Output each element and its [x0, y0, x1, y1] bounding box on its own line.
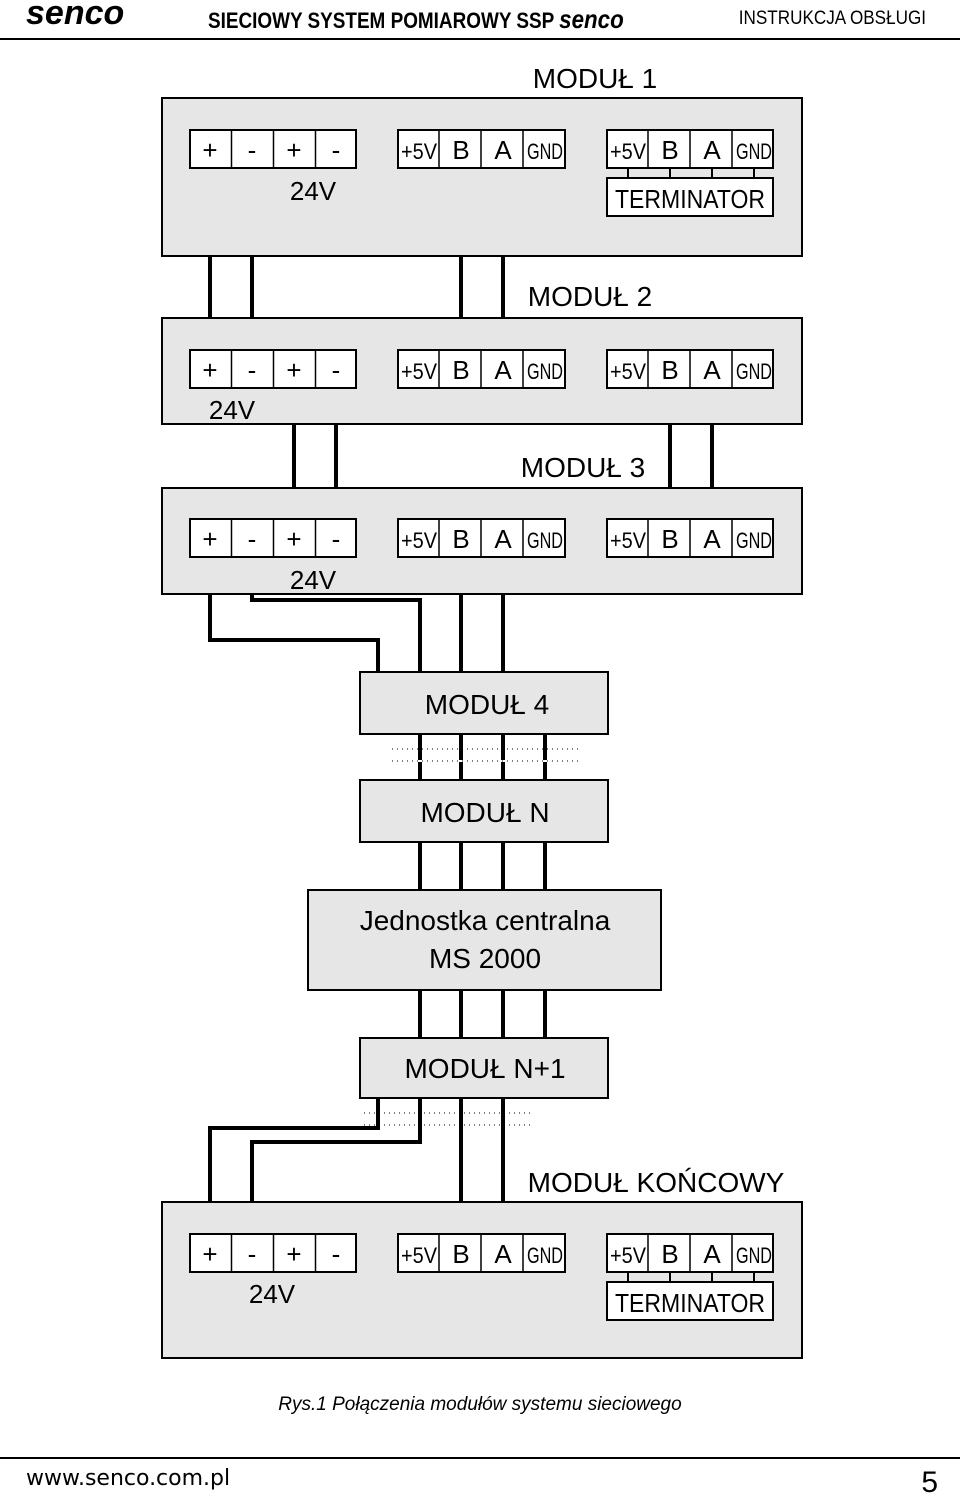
header-title-text: SIECIOWY SYSTEM POMIAROWY SSP	[208, 8, 554, 33]
module-2-bus-a-terminal: B	[452, 355, 469, 385]
module-2-power-terminal: -	[248, 355, 257, 385]
senco-logo: senco	[26, 0, 125, 32]
module-4-label: MODUŁ 4	[425, 689, 549, 720]
module-1-bus-a-terminal: +5V	[401, 139, 437, 164]
module-2-bus-b-terminal: A	[703, 355, 721, 385]
module-2-power-terminal: +	[202, 355, 217, 385]
module-1-terminator-label: TERMINATOR	[615, 184, 765, 214]
module-1-power-label: 24V	[290, 176, 337, 206]
page-number: 5	[921, 1466, 938, 1499]
module-3-bus-b-terminal: A	[703, 524, 721, 554]
module-3-power-label: 24V	[290, 565, 337, 595]
module-1-power-terminal: +	[202, 135, 217, 165]
module-1-terminator	[606, 177, 774, 217]
module-3-bus-a-terminal: A	[494, 524, 512, 554]
module-1-power-terminal: +	[286, 135, 301, 165]
module-end-bus-a-terminal: A	[494, 1239, 512, 1269]
module-end-bus-b-terminal: A	[703, 1239, 721, 1269]
module-1-bus-b-terminal: GND	[736, 139, 772, 164]
module-3-bus-a-terminal: GND	[527, 528, 563, 553]
module-1-bus-b-terminal: A	[703, 135, 721, 165]
module-2-power-label: 24V	[209, 395, 256, 425]
module-n1-label: MODUŁ N+1	[404, 1053, 565, 1084]
module-1-bus-a-terminal: A	[494, 135, 512, 165]
header-rule	[0, 38, 960, 40]
module-end-power-terminal: -	[332, 1239, 341, 1269]
module-1-power-terminal: -	[332, 135, 341, 165]
footer-url: www.senco.com.pl	[26, 1466, 231, 1491]
module-1-power-terminal: -	[248, 135, 257, 165]
module-end-power-terminal: +	[202, 1239, 217, 1269]
module-2-bus-b-terminal: GND	[736, 359, 772, 384]
module-1-bus-a-terminal: B	[452, 135, 469, 165]
wire-power	[208, 1098, 380, 1238]
central-unit-name: Jednostka centralna	[360, 905, 611, 936]
module-3-label: MODUŁ 3	[521, 452, 645, 483]
module-end-bus-b-terminal: B	[661, 1239, 678, 1269]
module-n-box	[359, 779, 609, 843]
module-end-label: MODUŁ KOŃCOWY	[528, 1167, 785, 1198]
module-3-power-terminal: -	[332, 524, 341, 554]
page-header: senco SIECIOWY SYSTEM POMIAROWY SSP senc…	[0, 0, 960, 42]
module-2-bus-a-terminal: GND	[527, 359, 563, 384]
module-end-terminator	[606, 1281, 774, 1321]
module-end-power-label: 24V	[249, 1279, 296, 1309]
module-3-bus-a-terminal: B	[452, 524, 469, 554]
module-end-power-terminal: +	[286, 1239, 301, 1269]
module-1-bus-b-terminal: B	[661, 135, 678, 165]
module-3-power-terminal: -	[248, 524, 257, 554]
module-end-bus-b-terminal: +5V	[610, 1243, 646, 1268]
module-end-bus-a-terminal: B	[452, 1239, 469, 1269]
module-2-power-terminal: +	[286, 355, 301, 385]
central-unit-model: MS 2000	[429, 943, 541, 974]
module-1-bus-b-terminal: +5V	[610, 139, 646, 164]
header-title: SIECIOWY SYSTEM POMIAROWY SSP senco	[208, 4, 624, 35]
module-3-bus-b-terminal: +5V	[610, 528, 646, 553]
module-1-bus-a-terminal: GND	[527, 139, 563, 164]
module-3-power-terminal: +	[286, 524, 301, 554]
module-4-box	[359, 671, 609, 735]
module-2-bus-b-terminal: +5V	[610, 359, 646, 384]
module-end-bus-b-terminal: GND	[736, 1243, 772, 1268]
module-2-power-terminal: -	[332, 355, 341, 385]
figure-caption: Rys.1 Połączenia modułów systemu sieciow…	[278, 1394, 682, 1415]
module-3-bus-a-terminal: +5V	[401, 528, 437, 553]
module-2-bus-b-terminal: B	[661, 355, 678, 385]
header-doc-type: INSTRUKCJA OBSŁUGI	[738, 8, 926, 29]
module-end-bus-a-terminal: +5V	[401, 1243, 437, 1268]
module-3-bus-b-terminal: GND	[736, 528, 772, 553]
module-n1-box	[359, 1037, 609, 1099]
header-title-brand: senco	[559, 4, 624, 34]
central-unit-box	[307, 889, 662, 991]
module-end-box	[161, 1201, 803, 1359]
wire-power	[208, 557, 380, 672]
module-end-bus-a-terminal: GND	[527, 1243, 563, 1268]
module-1-label: MODUŁ 1	[533, 63, 657, 94]
module-n-label: MODUŁ N	[420, 797, 549, 828]
module-2-bus-a-terminal: +5V	[401, 359, 437, 384]
module-end-power-terminal: -	[248, 1239, 257, 1269]
module-end-terminator-label: TERMINATOR	[615, 1288, 765, 1318]
wire-power	[250, 1098, 422, 1238]
module-3-bus-b-terminal: B	[661, 524, 678, 554]
module-3-power-terminal: +	[202, 524, 217, 554]
module-2-label: MODUŁ 2	[528, 281, 652, 312]
footer-rule	[0, 1457, 960, 1459]
module-2-bus-a-terminal: A	[494, 355, 512, 385]
